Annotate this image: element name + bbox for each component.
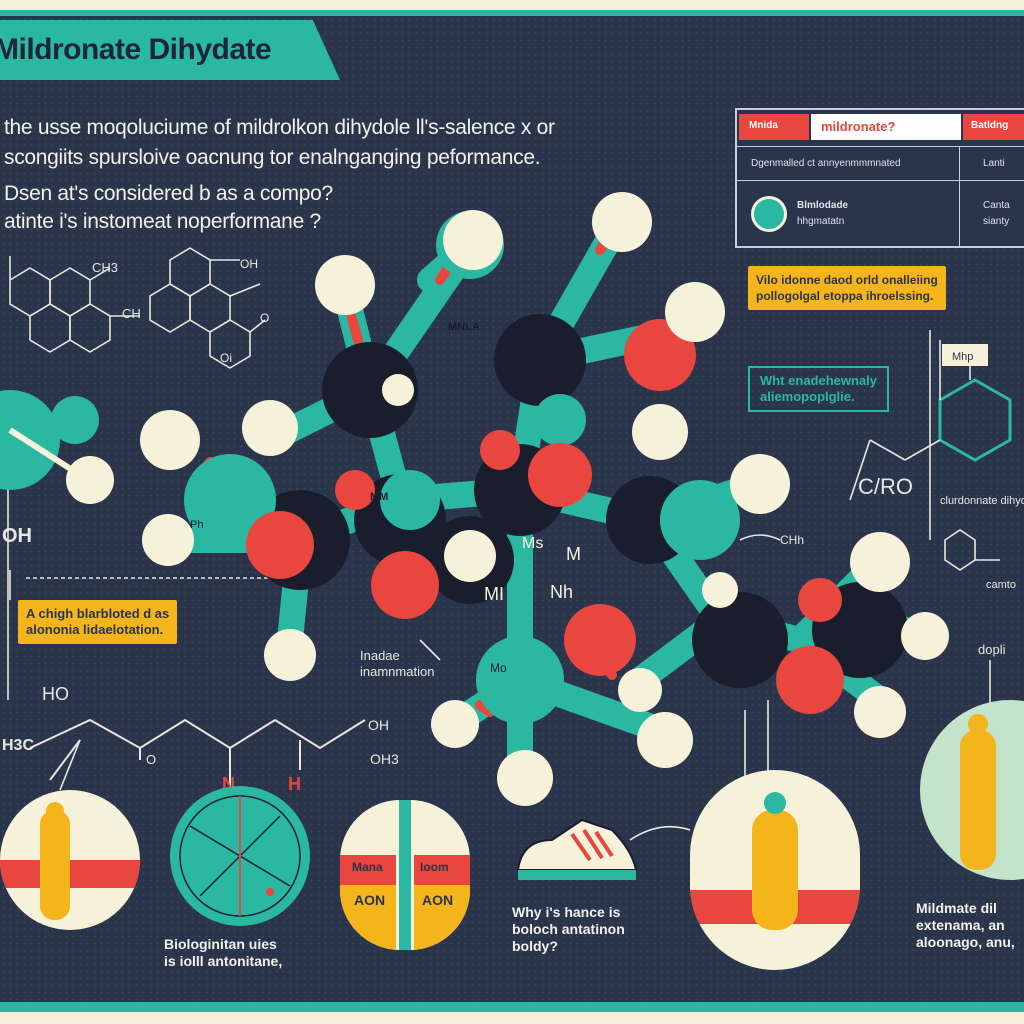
teal-note-right-line-1: Wht enadehewnaly	[760, 373, 878, 388]
yellow-note-left-line-1: A chigh blarbloted d as	[26, 606, 170, 621]
chem-label-c-ro: C/RO	[858, 474, 913, 499]
human-head-left-icon	[46, 802, 64, 820]
yellow-note-left: A chigh blarbloted d as alononia lidaelo…	[18, 600, 178, 644]
human-figure-right-icon	[960, 730, 996, 870]
caption-biological-line-2: is iolll antonitane,	[164, 953, 283, 969]
chem-label-dihydo: clurdonnate dihydoliy	[940, 495, 1024, 507]
chem-label-ph: Ph	[190, 519, 203, 531]
chem-label-oh-top: OH	[240, 257, 258, 271]
info-card-header-left: Mnida	[749, 120, 778, 131]
info-card-row1-left: Dgenmalled ct annyenmmmnated	[751, 158, 901, 169]
body-diagram-circle-left	[0, 790, 140, 930]
chem-label-oh-left: OH	[2, 525, 32, 547]
info-card-divider-1	[737, 146, 1024, 147]
chem-label-h: H	[288, 774, 301, 794]
info-card-row1-right: Lanti	[983, 158, 1005, 169]
body-diagram-band-left	[0, 860, 140, 888]
caption-mildronate-line-2: extenama, an	[916, 917, 1005, 933]
poster-title: Mildronate Dihydate	[0, 33, 272, 66]
chem-label-mi: MI	[484, 584, 504, 604]
chem-label-ho: HO	[42, 684, 69, 704]
human-head-center-icon	[764, 792, 786, 814]
caption-biological-line-1: Biologinitan uies	[164, 936, 277, 952]
human-head-right-icon	[968, 714, 988, 734]
info-card-row2-left-2: hhgmatatn	[797, 216, 845, 227]
info-card-row2-right-1: Canta	[983, 200, 1010, 211]
bar-label-right-top: Ioom	[420, 860, 449, 874]
center-annotation: Inadae inamnmation	[360, 648, 434, 680]
bar-label-left-top: Mana	[352, 860, 383, 874]
chem-label-dopli: dopli	[978, 642, 1006, 657]
info-card-row2-right-2: sianty	[983, 216, 1010, 227]
chem-label-o-chain: O	[146, 752, 156, 767]
caption-shoe-line-1: Why i's hance is	[512, 904, 621, 920]
info-card: Mnida mildronate? Batldng Dgenmalled ct …	[735, 108, 1024, 248]
chem-label-ch: CH	[122, 306, 141, 321]
skeletal-formula-right	[849, 340, 1012, 571]
chem-label-oh3: OH3	[370, 751, 399, 767]
yellow-note-right-line-2: pollogolgal etoppa ihroelssing.	[756, 289, 934, 303]
intro-line-2: scongiits spursloive oacnung tor enalnga…	[4, 146, 541, 169]
chem-label-mo: Mo	[490, 661, 507, 675]
chem-label-m: M	[566, 544, 581, 564]
info-card-teal-atom-icon	[751, 196, 787, 232]
title-banner	[0, 20, 340, 80]
compass-icon	[179, 795, 301, 917]
intro-line-4: atinte i's instomeat noperformane ?	[4, 210, 321, 233]
chem-label-o: O	[260, 311, 269, 325]
chem-label-mnla: MNLA	[448, 321, 480, 333]
caption-mildronate-line-1: Mildmate dil	[916, 900, 997, 916]
chem-label-oi: Oi	[220, 351, 232, 365]
teal-note-right: Wht enadehewnaly aliemopoplglie.	[748, 366, 890, 412]
chem-label-oh-chain: OH	[368, 717, 389, 733]
intro-line-3: Dsen at's considered b as a compo?	[4, 182, 333, 205]
info-card-header-red-right	[963, 114, 1024, 140]
skeletal-formula-left	[9, 247, 266, 369]
human-figure-left-icon	[40, 810, 70, 920]
intro-line-1: the usse moqoluciume of mildrolkon dihyd…	[4, 116, 555, 139]
yellow-note-right-line-1: Vilo idonne daod orld onalleiing	[756, 273, 938, 287]
chem-label-mhp-tag: Mhp	[952, 351, 973, 363]
center-annotation-line-2: inamnmation	[360, 664, 435, 679]
body-diagram-circle-right	[920, 700, 1024, 880]
chem-label-camto: camto	[986, 579, 1016, 591]
bar-divider	[396, 800, 414, 950]
molecule-atoms	[0, 192, 949, 806]
chem-label-mm: MM	[370, 491, 388, 503]
caption-shoe-line-2: boloch antatinon	[512, 921, 625, 937]
info-card-header-white	[811, 114, 961, 140]
body-diagram-circle-center	[690, 770, 860, 970]
caption-mildronate: Mildmate dil extenama, an aloonago, anu,	[916, 900, 1015, 951]
center-annotation-line-1: Inadae	[360, 648, 400, 663]
yellow-note-right: Vilo idonne daod orld onalleiing pollogo…	[748, 266, 946, 310]
caption-shoe: Why i's hance is boloch antatinon boldy?	[512, 904, 625, 955]
chem-label-ms: Ms	[522, 535, 543, 552]
teal-note-right-line-2: aliemopoplglie.	[760, 389, 855, 404]
compass-circle	[170, 786, 310, 926]
caption-biological: Biologinitan uies is iolll antonitane,	[164, 936, 282, 970]
info-card-header-red-left	[739, 114, 809, 140]
caption-mildronate-line-3: aloonago, anu,	[916, 934, 1015, 950]
chem-label-h3c: H3C	[2, 737, 34, 754]
chem-label-chh: CHh	[780, 533, 804, 547]
skeletal-chain-bottom	[29, 718, 366, 800]
running-shoe-icon	[516, 818, 638, 880]
info-card-header-right: Batldng	[971, 120, 1009, 131]
bar-comparison-card: Mana Ioom AON AON	[340, 800, 470, 950]
bar-label-right-bottom: AON	[422, 892, 454, 908]
info-card-divider-2	[737, 180, 1024, 181]
info-card-row2-left-1: Blmlodade	[797, 200, 849, 211]
info-card-header-middle: mildronate?	[821, 119, 896, 134]
yellow-note-left-line-2: alononia lidaelotation.	[26, 622, 164, 637]
caption-shoe-line-3: boldy?	[512, 938, 558, 954]
chem-label-ch3: CH3	[92, 260, 118, 275]
human-figure-center-icon	[752, 810, 798, 930]
chem-label-nh: Nh	[550, 582, 573, 602]
bar-label-left-bottom: AON	[354, 892, 386, 908]
info-card-divider-vertical	[959, 146, 960, 246]
mhp-tag	[942, 344, 988, 366]
